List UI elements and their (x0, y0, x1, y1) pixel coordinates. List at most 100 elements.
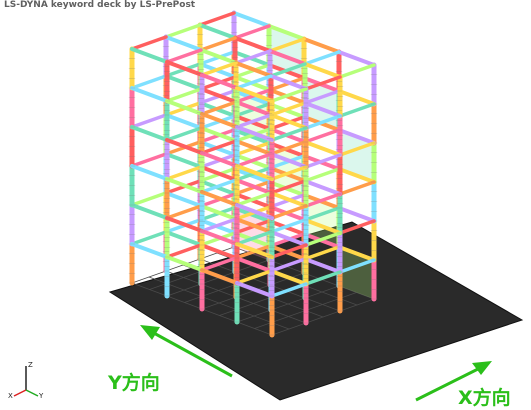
beam-x (130, 86, 169, 103)
beam-y (338, 258, 376, 274)
beam-y (304, 153, 342, 169)
beam-x (234, 61, 273, 78)
beam-x (303, 257, 342, 274)
beam-x (268, 49, 307, 66)
beam-x (234, 139, 273, 156)
beam-x (164, 230, 203, 247)
beam-x (337, 89, 376, 106)
beam-y (130, 191, 168, 207)
beam-y (130, 74, 168, 90)
beam-x (269, 152, 308, 169)
beam-y (270, 126, 308, 142)
beam-x (235, 203, 274, 220)
beam-y (268, 37, 306, 53)
beam-y (338, 63, 376, 79)
beam-x (164, 35, 203, 52)
beam-y (164, 23, 202, 39)
beam-x (303, 140, 342, 157)
beam-x (233, 36, 272, 53)
beam-y (304, 231, 342, 247)
beam-y (270, 204, 308, 220)
beam-x (303, 62, 342, 79)
viewport-header-text: LS-DYNA keyword deck by LS-PrePost (4, 0, 196, 10)
beam-x (200, 73, 239, 90)
beam-y (303, 128, 341, 144)
beam-x (269, 74, 308, 91)
beam-x (165, 177, 204, 194)
building-frame (128, 10, 378, 338)
beam-x (165, 138, 204, 155)
beam-y (130, 230, 168, 246)
beam-y (270, 87, 308, 103)
beam-y (270, 165, 308, 181)
beam-x (199, 204, 238, 221)
infill-panel (269, 26, 304, 78)
beam-x (130, 164, 169, 181)
beam-y (130, 35, 168, 51)
beam-y (338, 141, 376, 157)
beam-x (199, 48, 238, 65)
beam-x (200, 268, 239, 285)
beam-y (200, 178, 238, 194)
beam-y (233, 24, 271, 40)
beam-x (198, 23, 237, 40)
x-direction-label: X方向 (458, 387, 511, 409)
beam-y (130, 152, 168, 168)
beam-y (235, 230, 273, 246)
beam-x (269, 269, 308, 286)
beam-y (269, 257, 307, 273)
beam-x (269, 191, 308, 208)
beam-x (235, 242, 274, 259)
beam-x (234, 178, 273, 195)
beam-x (164, 113, 203, 130)
beam-x (165, 216, 204, 233)
axis-z-label: Z (28, 361, 33, 369)
beam-x (164, 74, 203, 91)
beam-y (304, 75, 342, 91)
beam-x (337, 245, 376, 262)
beam-y (199, 36, 237, 52)
x-direction-arrow (415, 361, 492, 402)
beam-x (234, 100, 273, 117)
beam-x (234, 256, 273, 273)
beam-x (303, 179, 342, 196)
beam-x (130, 125, 169, 142)
beam-y (303, 167, 341, 183)
beam-x (303, 101, 342, 118)
beam-x (267, 24, 306, 41)
beam-x (165, 99, 204, 116)
beam-x (130, 47, 169, 64)
beam-y (200, 256, 238, 272)
beam-x (199, 87, 238, 104)
beam-x (337, 128, 376, 145)
beam-x (199, 126, 238, 143)
beam-y (235, 113, 273, 129)
beam-y (338, 102, 376, 118)
beam-x (337, 50, 376, 67)
infill-panel (339, 130, 374, 182)
beam-x (235, 86, 274, 103)
beam-x (235, 125, 274, 142)
beam-x (337, 206, 376, 223)
beam-y (165, 126, 203, 142)
beam-y (200, 100, 238, 116)
beam-x (199, 243, 238, 260)
beam-x (200, 229, 239, 246)
y-direction-arrow (140, 325, 233, 378)
beam-y (165, 204, 203, 220)
beam-y (303, 50, 341, 66)
beam-x (130, 242, 169, 259)
beam-x (200, 112, 239, 129)
beam-y (269, 179, 307, 195)
beam-x (235, 164, 274, 181)
beam-y (269, 140, 307, 156)
beam-x (130, 203, 169, 220)
beam-x (199, 165, 238, 182)
beam-x (200, 190, 239, 207)
floor-slab (108, 221, 524, 401)
beam-y (303, 245, 341, 261)
beam-x (232, 11, 271, 28)
beam-y (235, 269, 273, 285)
beam-x (337, 167, 376, 184)
